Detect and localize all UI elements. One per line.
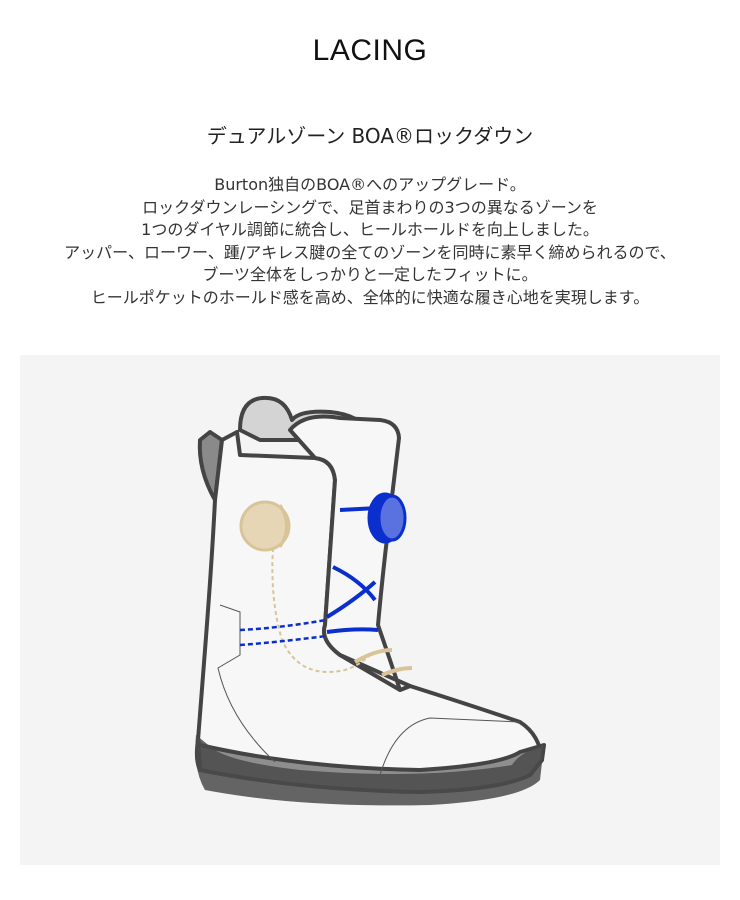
description-line: アッパー、ローワー、踵/アキレス腱の全てのゾーンを同時に素早く締められるので、 (64, 242, 676, 262)
description-line: 1つのダイヤル調節に統合し、ヒールホールドを向上しました。 (141, 220, 599, 239)
page-title: LACING (312, 34, 428, 67)
feature-subtitle: デュアルゾーン BOA®ロックダウン (206, 124, 534, 148)
description-line: ブーツ全体をしっかりと一定したフィットに。 (202, 265, 538, 284)
boot-illustration-icon (194, 395, 546, 806)
illustration-panel (20, 355, 720, 865)
feature-description: Burton独自のBOA®へのアップグレード。 ロックダウンレーシングで、足首ま… (0, 174, 740, 309)
description-line: ヒールポケットのホールド感を高め、全体的に快適な履き心地を実現します。 (90, 287, 650, 307)
description-line: Burton独自のBOA®へのアップグレード。 (214, 175, 526, 194)
description-line: ロックダウンレーシングで、足首まわりの3つの異なるゾーンを (142, 197, 598, 217)
